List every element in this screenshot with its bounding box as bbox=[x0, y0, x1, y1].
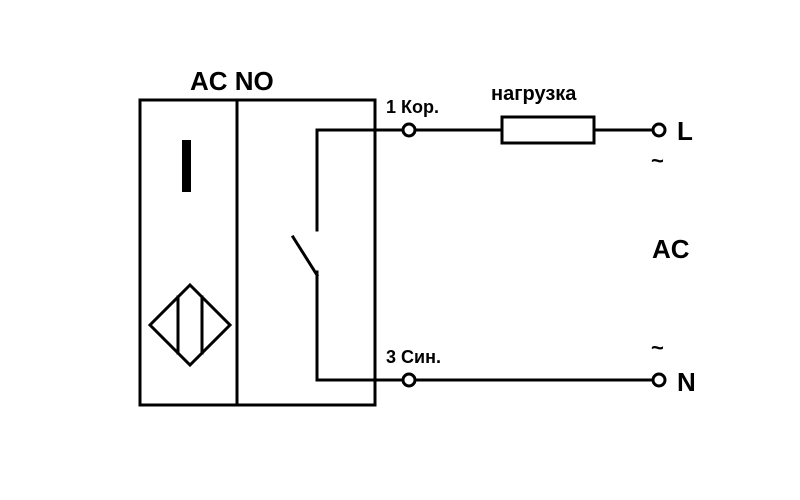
pin1-label: 1 Кор. bbox=[386, 97, 439, 117]
inductive-sensor-icon bbox=[147, 282, 233, 368]
pin3-label: 3 Син. bbox=[386, 347, 441, 367]
sensor-bar-icon bbox=[182, 140, 191, 192]
load-resistor bbox=[500, 115, 596, 145]
terminal-pin3 bbox=[401, 372, 417, 388]
terminal-pin1 bbox=[401, 122, 417, 138]
sensor-title: AC NO bbox=[190, 66, 274, 96]
line-label: L bbox=[677, 116, 693, 146]
tilde-top: ~ bbox=[651, 148, 664, 173]
terminal-l bbox=[651, 122, 667, 138]
supply-ac-label: AC bbox=[652, 234, 690, 264]
neutral-label: N bbox=[677, 367, 696, 397]
sensor-housing bbox=[138, 98, 377, 407]
tilde-bottom: ~ bbox=[651, 335, 664, 360]
terminal-n bbox=[651, 372, 667, 388]
load-label: нагрузка bbox=[491, 83, 577, 105]
no-switch-contact bbox=[290, 128, 405, 382]
